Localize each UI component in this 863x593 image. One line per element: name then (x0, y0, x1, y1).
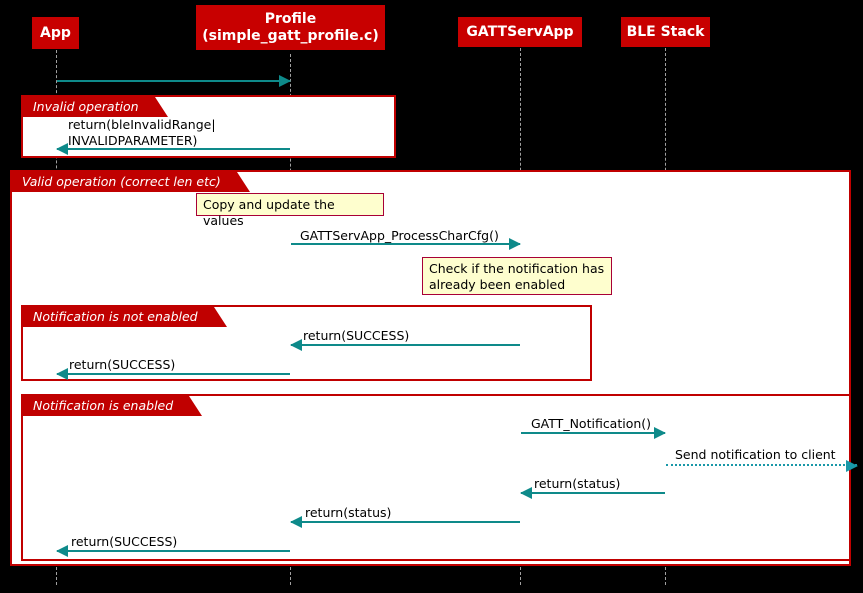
group-notification-enabled: Notification is enabled (21, 394, 851, 561)
message-profile-to-app-invalid (56, 143, 290, 155)
message-profile-to-gattservapp-processcharcfg (291, 238, 521, 250)
group-invalid-operation: Invalid operation (21, 95, 396, 158)
message-gattservapp-to-profile-status (290, 516, 520, 528)
message-profile-to-app-success (56, 368, 290, 380)
message-label-return-success-profile: return(SUCCESS) (69, 357, 176, 372)
arrowhead-left-icon (56, 143, 68, 155)
note-check-notification-enabled: Check if the notification has already be… (422, 257, 612, 295)
participant-gattservapp[interactable]: GATTServApp (458, 17, 582, 47)
arrowhead-right-icon (846, 460, 858, 472)
message-gattservapp-to-profile-success (290, 339, 520, 351)
arrowhead-left-icon (290, 339, 302, 351)
participant-profile[interactable]: Profile (simple_gatt_profile.c) (196, 5, 385, 50)
participant-blestack[interactable]: BLE Stack (621, 17, 710, 47)
message-label-processcharcfg: GATTServApp_ProcessCharCfg() (300, 228, 499, 243)
message-label-return-status-blestack: return(status) (534, 476, 621, 491)
participant-profile-label: Profile (simple_gatt_profile.c) (202, 11, 379, 44)
message-label-return-success-gattservapp: return(SUCCESS) (303, 328, 410, 343)
arrowhead-left-icon (56, 368, 68, 380)
group-label-invalid-operation: Invalid operation (23, 97, 168, 117)
note-copy-and-update: Copy and update the values (196, 193, 384, 228)
message-label-send-notification-to-client: Send notification to client (675, 447, 836, 462)
arrowhead-left-icon (56, 545, 68, 557)
participant-app-label: App (40, 24, 71, 41)
message-blestack-to-gattservapp-status (520, 487, 665, 499)
group-label-notification-enabled: Notification is enabled (23, 396, 203, 416)
group-label-notification-not-enabled: Notification is not enabled (23, 307, 227, 327)
participant-app[interactable]: App (32, 17, 79, 49)
participant-blestack-label: BLE Stack (626, 23, 705, 40)
participant-gattservapp-label: GATTServApp (466, 23, 574, 40)
message-profile-to-app-success-final (56, 545, 290, 557)
message-label-return-invalid: return(bleInvalidRange| INVALIDPARAMETER… (68, 117, 216, 148)
group-notification-not-enabled: Notification is not enabled (21, 305, 592, 381)
message-label-return-success-final: return(SUCCESS) (71, 534, 178, 549)
arrowhead-left-icon (290, 516, 302, 528)
arrowhead-right-icon (279, 75, 291, 87)
message-gattservapp-to-blestack-notification (521, 427, 666, 439)
message-label-return-status-gattservapp: return(status) (305, 505, 392, 520)
group-label-valid-operation: Valid operation (correct len etc) (12, 172, 250, 192)
message-blestack-to-client-dotted (666, 460, 858, 472)
message-app-to-profile-request (57, 75, 291, 87)
arrowhead-left-icon (520, 487, 532, 499)
message-label-gatt-notification: GATT_Notification() (531, 416, 652, 431)
arrowhead-right-icon (509, 238, 521, 250)
arrowhead-right-icon (654, 427, 666, 439)
